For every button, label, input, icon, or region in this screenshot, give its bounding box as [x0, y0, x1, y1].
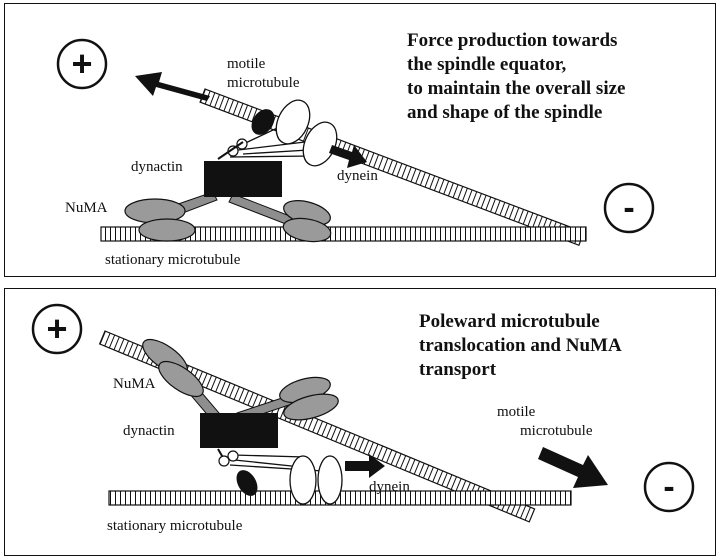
diagram-poleward-translocation: + -	[31, 303, 695, 534]
svg-text:and shape of the spindle: and shape of the spindle	[407, 102, 602, 123]
dynactin-block	[200, 413, 278, 448]
plus-end-symbol: +	[31, 303, 83, 355]
numa-complex	[124, 191, 332, 243]
numa-label: NuMA	[65, 200, 108, 216]
motile-microtubule	[98, 330, 536, 523]
panel-force-production: + -	[4, 3, 716, 277]
dynein-direction-arrow	[329, 145, 367, 168]
numa-complex	[142, 338, 339, 422]
minus-end-symbol: -	[603, 182, 655, 234]
svg-text:translocation and NuMA: translocation and NuMA	[419, 335, 622, 356]
motile-label-line1: motile	[497, 404, 536, 420]
panel-poleward-translocation: + -	[4, 288, 716, 556]
motile-label-line2: microtubule	[227, 75, 300, 91]
svg-text:+: +	[71, 43, 92, 84]
diagram-force-production: + -	[56, 30, 655, 268]
svg-text:Poleward microtubule: Poleward microtubule	[419, 311, 600, 332]
svg-text:-: -	[623, 189, 634, 227]
svg-text:the spindle equator,: the spindle equator,	[407, 54, 566, 75]
plus-end-symbol: +	[56, 38, 108, 90]
svg-text:Force production towards: Force production towards	[407, 30, 617, 51]
dynein-direction-arrow	[345, 454, 385, 478]
stationary-label: stationary microtubule	[105, 252, 241, 268]
motile-label-line2: microtubule	[520, 423, 593, 439]
motile-label-line1: motile	[227, 56, 266, 72]
numa-label: NuMA	[113, 376, 156, 392]
svg-text:transport: transport	[419, 359, 497, 380]
stationary-microtubule	[100, 226, 587, 242]
svg-text:+: +	[46, 308, 67, 349]
dynein-motor	[217, 448, 343, 505]
dynactin-label: dynactin	[123, 423, 175, 439]
panel-heading: Force production towards the spindle equ…	[407, 30, 625, 123]
svg-text:to maintain the overall size: to maintain the overall size	[407, 78, 625, 99]
svg-text:-: -	[663, 468, 674, 506]
panel-heading: Poleward microtubule translocation and N…	[419, 311, 622, 380]
dynein-label: dynein	[337, 168, 378, 184]
minus-direction-arrow	[538, 447, 608, 488]
minus-end-symbol: -	[643, 461, 695, 513]
dynein-motor	[217, 99, 338, 167]
plus-direction-arrow	[135, 72, 210, 101]
stationary-label: stationary microtubule	[107, 518, 243, 534]
dynein-label: dynein	[369, 479, 410, 495]
dynactin-label: dynactin	[131, 159, 183, 175]
dynactin-block	[204, 161, 282, 197]
